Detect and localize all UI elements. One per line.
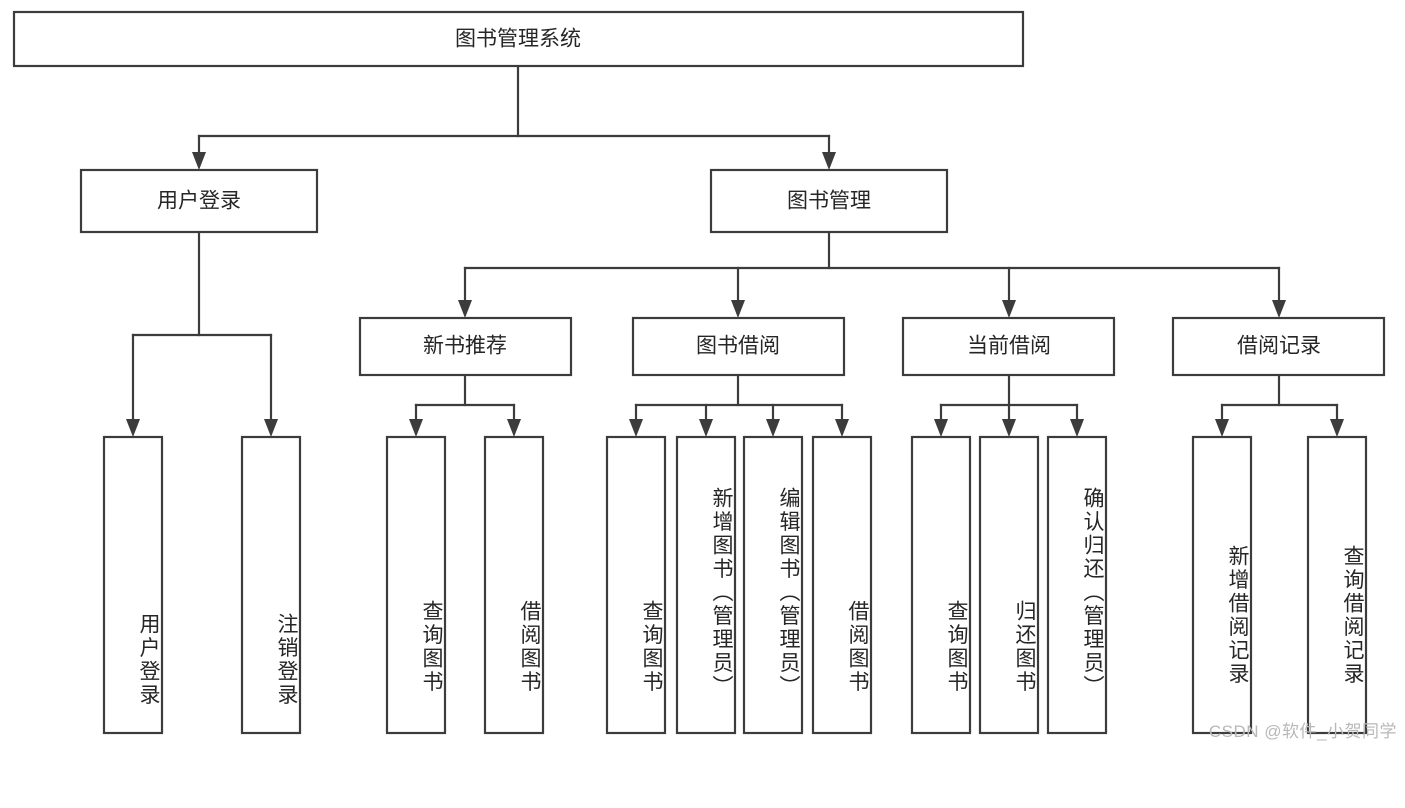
node-borrow-record[interactable]: 借阅记录 bbox=[1171, 316, 1386, 377]
leaf-box-currentborrow-return[interactable] bbox=[978, 435, 1040, 735]
arrow-head-currentborrow-leaf-2 bbox=[1002, 419, 1016, 437]
leaf-box-record-add[interactable] bbox=[1191, 435, 1253, 735]
arrow-head-book-manage bbox=[822, 152, 836, 170]
arrow-head-borrow-record bbox=[1272, 300, 1286, 318]
leaf-box-record-query[interactable] bbox=[1306, 435, 1368, 735]
watermark: CSDN @软件_小贺同学 bbox=[1208, 722, 1397, 741]
arrow-head-bookborrow-leaf-1 bbox=[629, 419, 643, 437]
diagram-root: 图书管理系统 用户登录 图书管理 新书推荐 图书借阅 当前借阅 借阅记录 bbox=[12, 10, 1397, 741]
node-new-book-recommend-label: 新书推荐 bbox=[423, 335, 507, 358]
node-book-manage-label: 图书管理 bbox=[787, 190, 871, 213]
leaf-box-bookborrow-borrow[interactable] bbox=[811, 435, 873, 735]
node-new-book-recommend-box[interactable] bbox=[358, 316, 573, 377]
node-user-login-label: 用户登录 bbox=[157, 190, 241, 213]
node-book-borrow-label: 图书借阅 bbox=[696, 335, 780, 358]
leaf-box-bookborrow-edit[interactable] bbox=[742, 435, 804, 735]
node-user-login-box[interactable] bbox=[79, 168, 319, 234]
node-book-borrow-box[interactable] bbox=[631, 316, 846, 377]
node-borrow-record-label: 借阅记录 bbox=[1237, 335, 1321, 358]
node-user-login[interactable]: 用户登录 bbox=[79, 168, 319, 234]
arrow-head-new-book bbox=[458, 300, 472, 318]
arrow-head-borrowrecord-leaf-1 bbox=[1215, 419, 1229, 437]
arrow-head-borrowrecord-leaf-2 bbox=[1330, 419, 1344, 437]
arrow-head-leaf-logout bbox=[264, 419, 278, 437]
node-current-borrow-box[interactable] bbox=[901, 316, 1116, 377]
leaf-box-currentborrow-query[interactable] bbox=[910, 435, 972, 735]
node-current-borrow[interactable]: 当前借阅 bbox=[901, 316, 1116, 377]
arrow-head-bookborrow-leaf-4 bbox=[835, 419, 849, 437]
arrow-head-book-borrow bbox=[731, 300, 745, 318]
arrow-head-user-login bbox=[192, 152, 206, 170]
arrow-head-bookborrow-leaf-3 bbox=[766, 419, 780, 437]
node-root[interactable]: 图书管理系统 bbox=[12, 10, 1025, 68]
arrow-head-newbook-leaf-1 bbox=[409, 419, 423, 437]
leaf-box-group bbox=[102, 435, 1368, 735]
leaf-box-newbook-query[interactable] bbox=[385, 435, 447, 735]
node-book-manage-box[interactable] bbox=[709, 168, 949, 234]
node-book-borrow[interactable]: 图书借阅 bbox=[631, 316, 846, 377]
leaf-box-currentborrow-confirm[interactable] bbox=[1046, 435, 1108, 735]
arrow-head-currentborrow-leaf-1 bbox=[934, 419, 948, 437]
node-book-manage[interactable]: 图书管理 bbox=[709, 168, 949, 234]
arrow-head-currentborrow-leaf-3 bbox=[1070, 419, 1084, 437]
node-root-label: 图书管理系统 bbox=[455, 28, 581, 51]
leaf-box-logout[interactable] bbox=[240, 435, 302, 735]
diagram-canvas: 图书管理系统 用户登录 图书管理 新书推荐 图书借阅 当前借阅 借阅记录 bbox=[12, 10, 1386, 735]
arrow-head-leaf-user-login bbox=[126, 419, 140, 437]
leaf-box-bookborrow-query[interactable] bbox=[605, 435, 667, 735]
node-current-borrow-label: 当前借阅 bbox=[967, 335, 1051, 358]
arrow-head-bookborrow-leaf-2 bbox=[699, 419, 713, 437]
node-borrow-record-box[interactable] bbox=[1171, 316, 1386, 377]
leaf-box-newbook-borrow[interactable] bbox=[483, 435, 545, 735]
node-root-box[interactable] bbox=[12, 10, 1025, 68]
leaf-box-user-login[interactable] bbox=[102, 435, 164, 735]
node-new-book-recommend[interactable]: 新书推荐 bbox=[358, 316, 573, 377]
connector-group bbox=[126, 64, 1344, 437]
leaf-box-bookborrow-add[interactable] bbox=[675, 435, 737, 735]
arrow-head-newbook-leaf-2 bbox=[507, 419, 521, 437]
arrow-head-current-borrow bbox=[1002, 300, 1016, 318]
